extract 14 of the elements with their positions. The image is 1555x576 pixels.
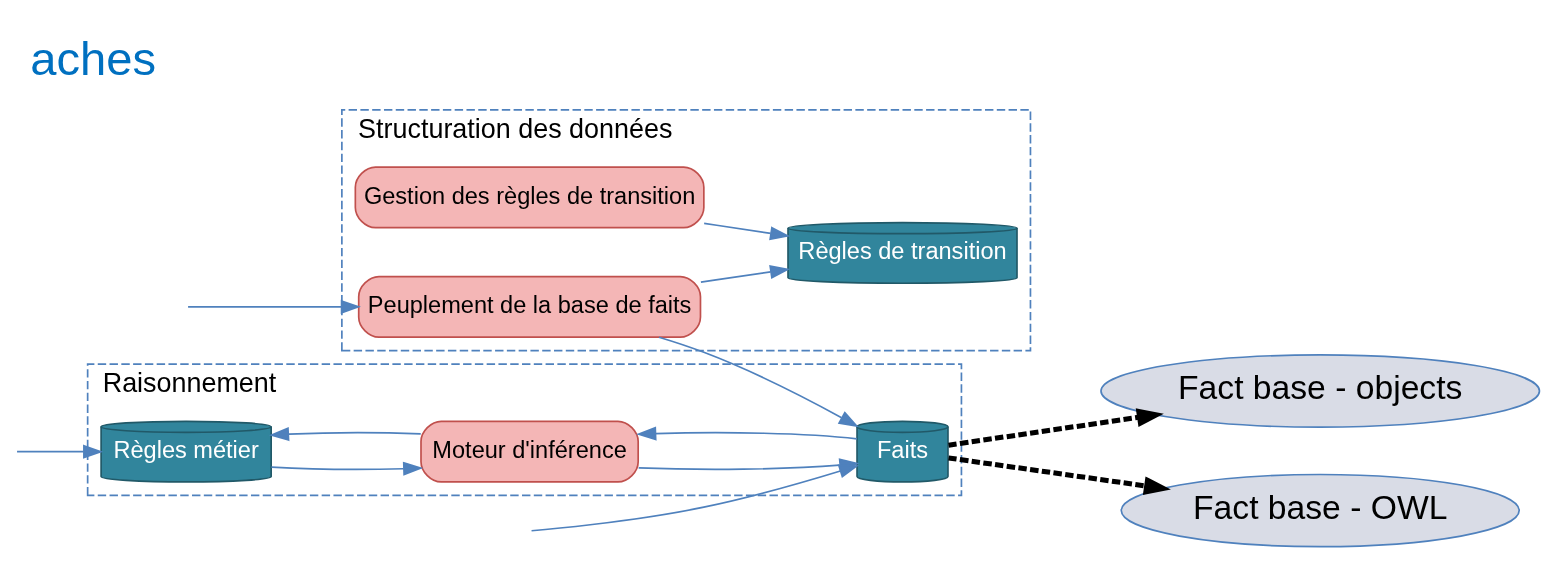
- diagram-title: aches: [30, 31, 157, 85]
- node-box: Moteur d'inférence: [420, 420, 639, 483]
- node-box: Gestion des règles de transition: [354, 165, 705, 229]
- arrow: [703, 222, 791, 240]
- arrow: [700, 264, 791, 283]
- node-box: Peuplement de la base de faits: [357, 275, 702, 338]
- arrow: [187, 299, 361, 314]
- arrow: [658, 335, 859, 427]
- arrow: [270, 461, 424, 476]
- arrow: [948, 407, 1164, 448]
- arrow: [636, 426, 858, 441]
- arrow: [948, 454, 1171, 495]
- arrow: [268, 426, 422, 441]
- arrow: [16, 444, 104, 459]
